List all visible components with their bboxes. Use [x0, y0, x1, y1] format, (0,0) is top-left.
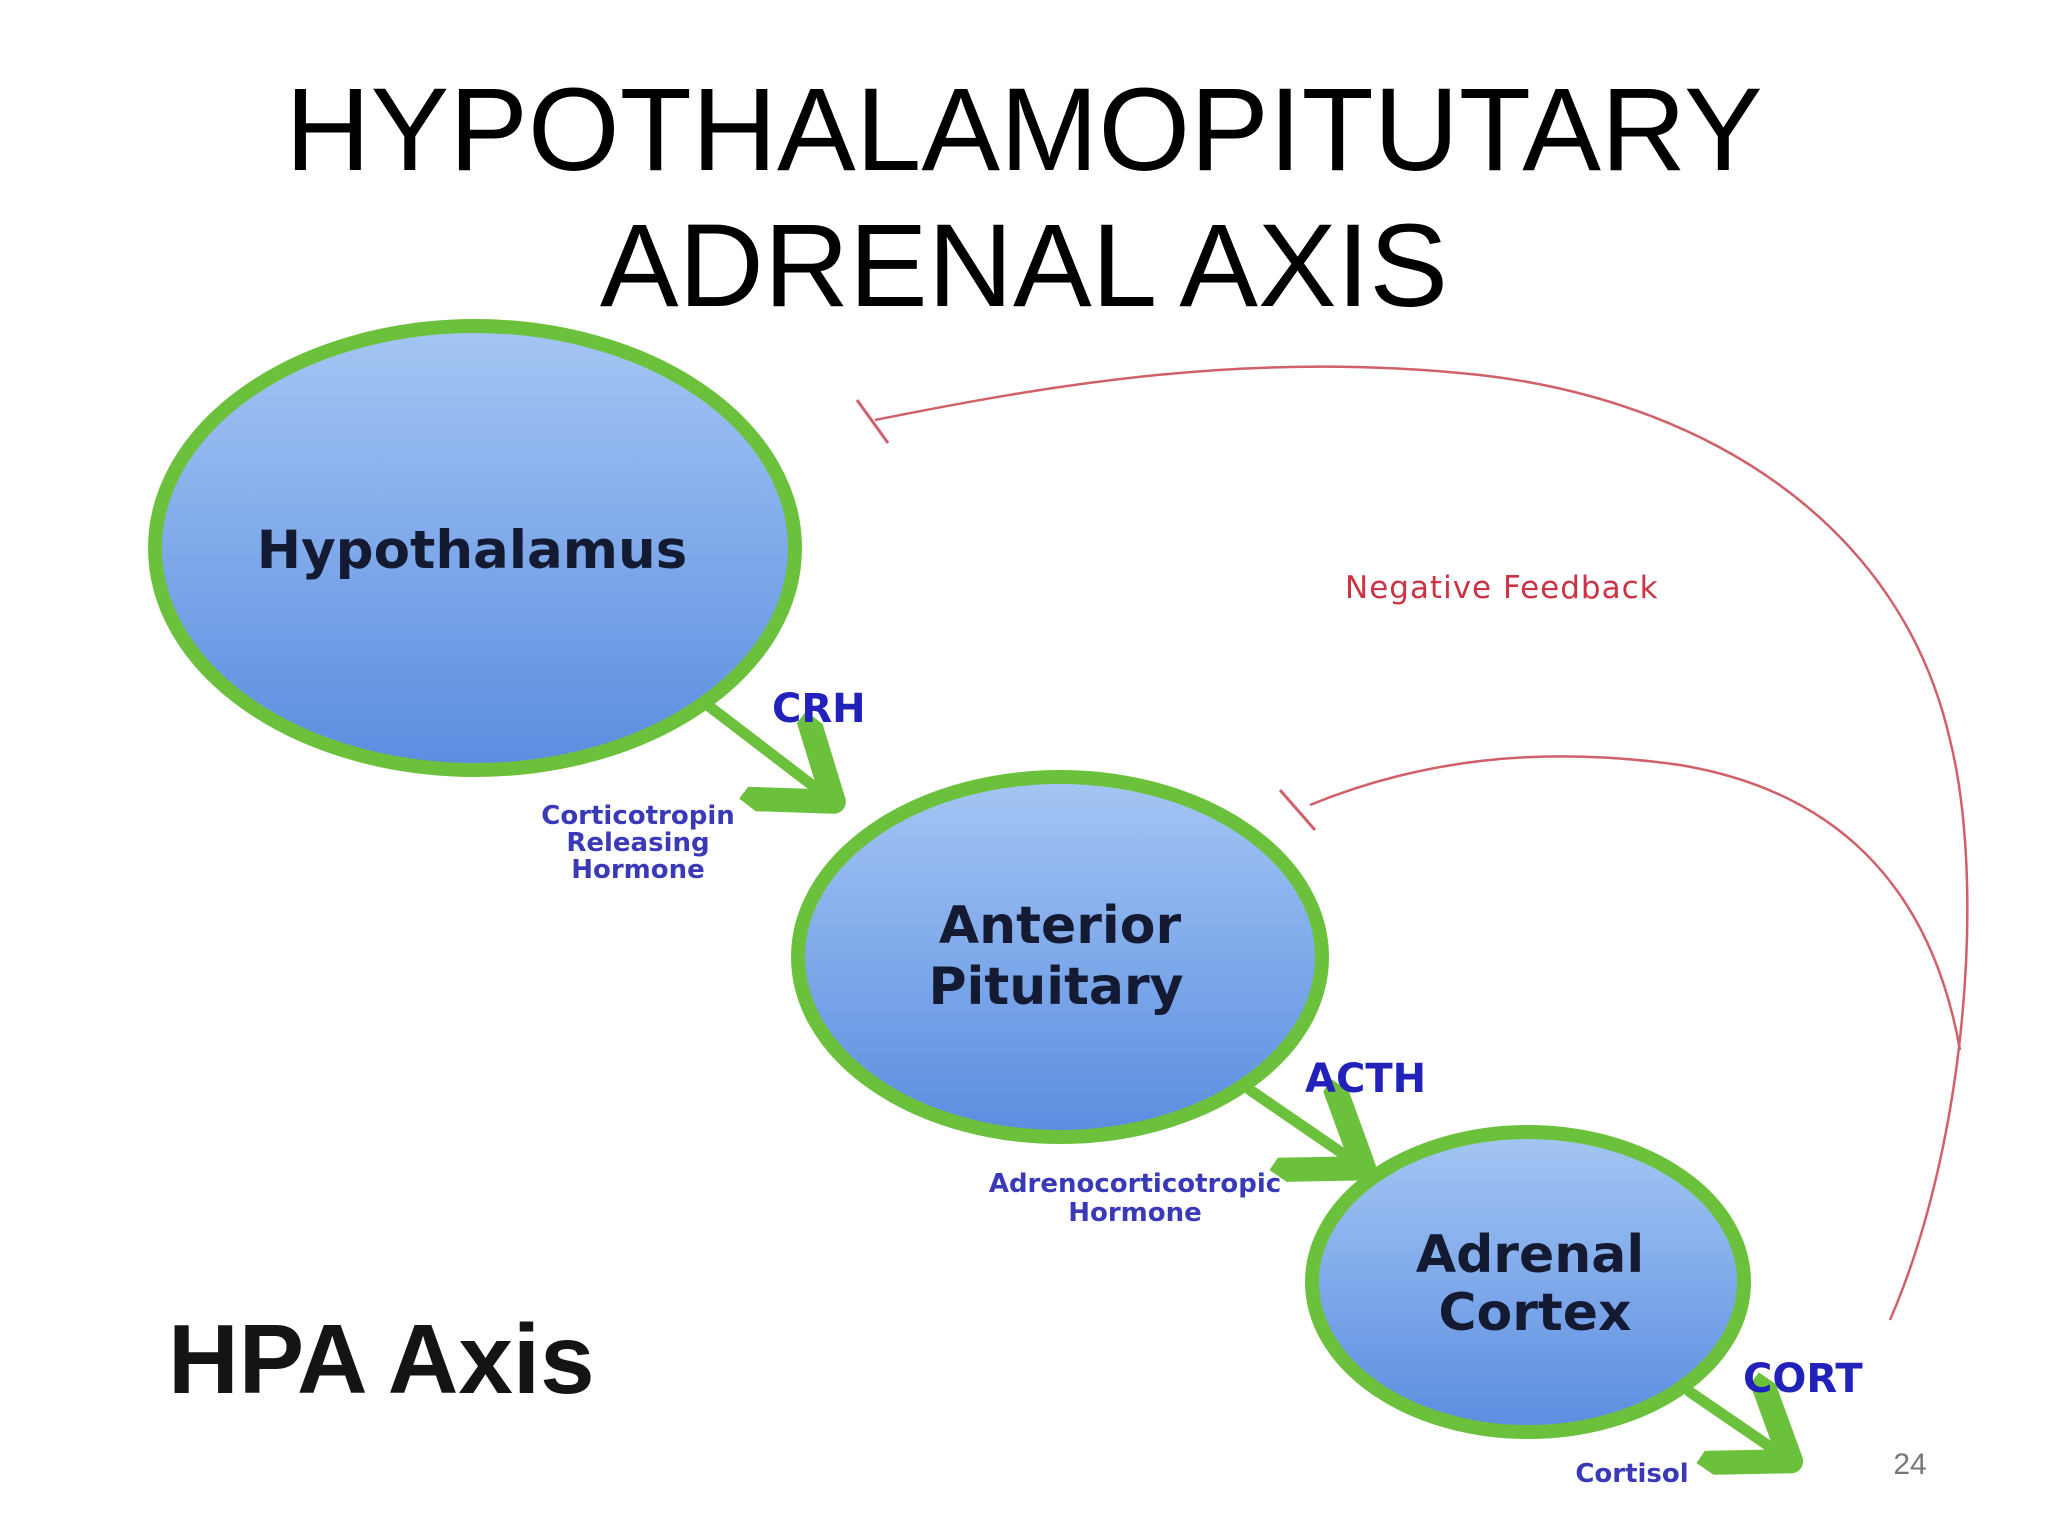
slide-title-line-1: HYPOTHALAMOPITUTARY: [285, 64, 1763, 196]
anterior-pituitary-label-line-2: Pituitary: [928, 957, 1183, 1017]
node-adrenal-cortex: Adrenal Cortex: [1305, 1125, 1751, 1439]
cort-arrow: [1684, 1392, 1782, 1455]
feedback-bar-inner: [1278, 789, 1317, 831]
acth-fullname: Adrenocorticotropic Hormone: [989, 1169, 1281, 1228]
adrenal-cortex-label-line-2: Cortex: [1438, 1283, 1631, 1343]
feedback-curve-outer: [874, 365, 1969, 1321]
slide-title: HYPOTHALAMOPITUTARY ADRENAL AXIS: [0, 62, 2048, 334]
acth-fullname-line-1: Adrenocorticotropic: [989, 1169, 1281, 1199]
acth-label: ACTH: [1305, 1056, 1426, 1102]
hormone-arrows: [704, 701, 1782, 1455]
slide-number: 24: [1893, 1448, 1927, 1481]
crh-fullname: Corticotropin Releasing Hormone: [541, 801, 735, 885]
crh-label: CRH: [772, 686, 866, 732]
anterior-pituitary-label-line-1: Anterior: [939, 896, 1182, 956]
cort-label: CORT: [1743, 1356, 1863, 1402]
cort-fullname: Cortisol: [1575, 1459, 1688, 1489]
hpa-axis-heading: HPA Axis: [168, 1304, 595, 1414]
negative-feedback-label: Negative Feedback: [1345, 570, 1659, 606]
adrenal-cortex-circle: [1305, 1125, 1751, 1439]
node-hypothalamus: Hypothalamus: [148, 319, 802, 777]
crh-fullname-line-1: Corticotropin: [541, 801, 735, 831]
hypothalamus-circle: [148, 319, 802, 777]
hypothalamus-label: Hypothalamus: [257, 520, 688, 581]
slide-title-line-2: ADRENAL AXIS: [599, 200, 1449, 332]
feedback-bar-outer: [855, 399, 890, 444]
node-anterior-pituitary: Anterior Pituitary: [791, 770, 1329, 1144]
acth-arrow: [1244, 1090, 1355, 1162]
crh-fullname-line-3: Hormone: [571, 855, 705, 885]
acth-fullname-line-2: Hormone: [1068, 1198, 1202, 1228]
feedback-curve-inner: [1309, 755, 1962, 1051]
anterior-pituitary-circle: [791, 770, 1329, 1144]
negative-feedback-lines: [855, 365, 1969, 1321]
crh-fullname-line-2: Releasing: [566, 828, 709, 858]
crh-arrow: [704, 701, 825, 795]
adrenal-cortex-label-line-1: Adrenal: [1416, 1225, 1644, 1285]
